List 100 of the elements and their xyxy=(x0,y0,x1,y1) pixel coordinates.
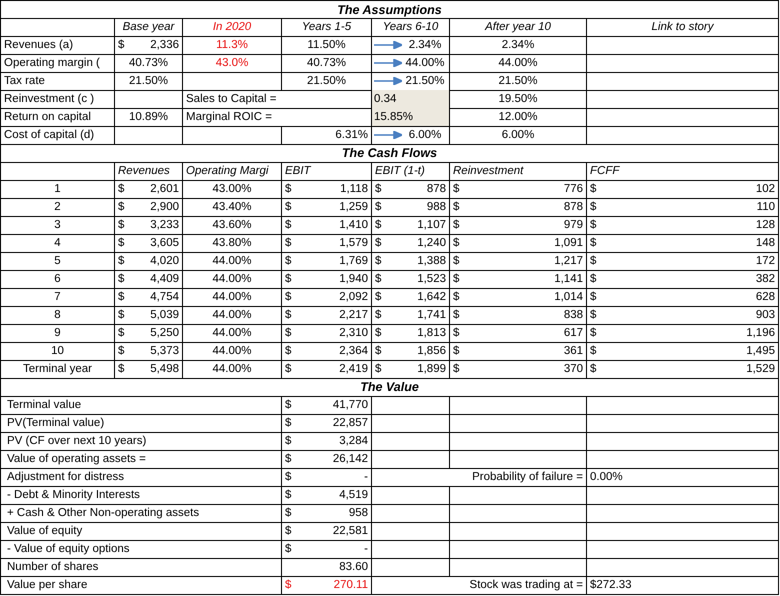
value-text: 4,409 xyxy=(150,273,179,285)
currency-sign: $ xyxy=(285,309,292,321)
column-header: Years 1-5 xyxy=(302,21,352,33)
currency-sign: $ xyxy=(453,327,460,339)
value-text: $272.33 xyxy=(590,579,632,591)
currency-sign: $ xyxy=(453,183,460,195)
currency-sign: $ xyxy=(285,417,292,429)
currency-sign: $ xyxy=(285,543,292,555)
row-label: 1 xyxy=(54,183,61,195)
currency-sign: $ xyxy=(285,579,292,591)
value-text: 1,642 xyxy=(417,291,446,303)
value-text: 370 xyxy=(564,363,583,375)
column-header: FCFF xyxy=(590,165,620,177)
value-text: 903 xyxy=(756,309,775,321)
value-text: 1,813 xyxy=(417,327,446,339)
column-header: Base year xyxy=(122,21,174,33)
value-text: 44.00% xyxy=(212,327,252,339)
row-label: Value of equity xyxy=(6,525,82,537)
currency-sign: $ xyxy=(590,237,596,249)
value-text: 2,419 xyxy=(339,363,368,375)
currency-sign: $ xyxy=(453,255,460,267)
row-label: 9 xyxy=(54,327,61,339)
value-text: 1,410 xyxy=(339,219,368,231)
value-text: 21.50% xyxy=(498,75,538,87)
row-label: Value of operating assets = xyxy=(6,453,146,465)
column-header: In 2020 xyxy=(212,21,252,33)
value-text: 102 xyxy=(756,183,775,195)
value-text: 43.80% xyxy=(212,237,252,249)
value-text: 988 xyxy=(426,201,446,213)
value-text: 1,856 xyxy=(417,345,446,357)
value-text: 44.00% xyxy=(212,255,252,267)
value-text: - xyxy=(364,471,368,483)
currency-sign: $ xyxy=(453,273,460,285)
currency-sign: $ xyxy=(375,363,382,375)
currency-sign: $ xyxy=(118,219,124,231)
currency-sign: $ xyxy=(453,237,460,249)
value-text: 1,240 xyxy=(417,237,446,249)
currency-sign: $ xyxy=(453,363,460,375)
row-label: PV(Terminal value) xyxy=(6,417,104,429)
currency-sign: $ xyxy=(375,273,382,285)
value-text: 11.3% xyxy=(216,39,248,51)
value-text: 5,498 xyxy=(150,363,179,375)
value-text: 1,495 xyxy=(746,345,775,357)
value-text: 1,940 xyxy=(339,273,368,285)
value-text: 40.73% xyxy=(306,57,346,69)
currency-sign: $ xyxy=(118,273,124,285)
row-label: Adjustment for distress xyxy=(6,471,124,483)
row-label: 6 xyxy=(54,273,61,285)
value-text: 4,020 xyxy=(150,255,179,267)
value-text: 44.00% xyxy=(405,57,444,69)
currency-sign: $ xyxy=(590,201,596,213)
row-label: Return on capital xyxy=(4,111,91,123)
value-text: 41,770 xyxy=(332,399,368,411)
currency-sign: $ xyxy=(118,327,124,339)
value-text: 12.00% xyxy=(498,111,538,123)
value-text: 617 xyxy=(564,327,583,339)
value-text: 2,601 xyxy=(150,183,179,195)
value-text: - xyxy=(364,543,368,555)
column-header: After year 10 xyxy=(485,21,551,33)
value-text: 361 xyxy=(564,345,583,357)
row-label: 3 xyxy=(54,219,61,231)
value-text: 979 xyxy=(564,219,583,231)
value-text: 4,754 xyxy=(150,291,179,303)
currency-sign: $ xyxy=(375,255,382,267)
value-text: 43.00% xyxy=(212,183,252,195)
row-label: Number of shares xyxy=(6,561,98,573)
value-text: 1,899 xyxy=(417,363,446,375)
column-header: Link to story xyxy=(652,21,714,33)
currency-sign: $ xyxy=(285,291,292,303)
currency-sign: $ xyxy=(453,345,460,357)
row-label: 2 xyxy=(54,201,61,213)
value-text: 26,142 xyxy=(332,453,368,465)
currency-sign: $ xyxy=(118,39,124,51)
currency-sign: $ xyxy=(590,345,596,357)
value-text: 2.34% xyxy=(502,39,534,51)
value-text: 1,107 xyxy=(417,219,446,231)
currency-sign: $ xyxy=(375,219,382,231)
value-text: 10.89% xyxy=(128,111,168,123)
column-header: Revenues xyxy=(118,165,170,177)
currency-sign: $ xyxy=(285,471,292,483)
currency-sign: $ xyxy=(375,183,382,195)
row-label: Cost of capital (d) xyxy=(4,129,94,141)
currency-sign: $ xyxy=(453,309,460,321)
value-text: 148 xyxy=(756,237,775,249)
value-text: 44.00% xyxy=(212,309,252,321)
currency-sign: $ xyxy=(375,291,382,303)
row-label: PV (CF over next 10 years) xyxy=(6,435,146,447)
row-label: Reinvestment (c ) xyxy=(4,93,94,105)
row-label: 4 xyxy=(54,237,61,249)
value-text: 4,519 xyxy=(339,489,368,501)
currency-sign: $ xyxy=(285,435,292,447)
value-text: 110 xyxy=(756,201,775,213)
currency-sign: $ xyxy=(590,363,596,375)
value-text: 2.34% xyxy=(408,39,442,51)
value-text: 43.40% xyxy=(212,201,252,213)
currency-sign: $ xyxy=(453,219,460,231)
row-label: + Cash & Other Non-operating assets xyxy=(6,507,200,519)
currency-sign: $ xyxy=(453,291,460,303)
currency-sign: $ xyxy=(590,291,596,303)
value-text: 838 xyxy=(564,309,583,321)
